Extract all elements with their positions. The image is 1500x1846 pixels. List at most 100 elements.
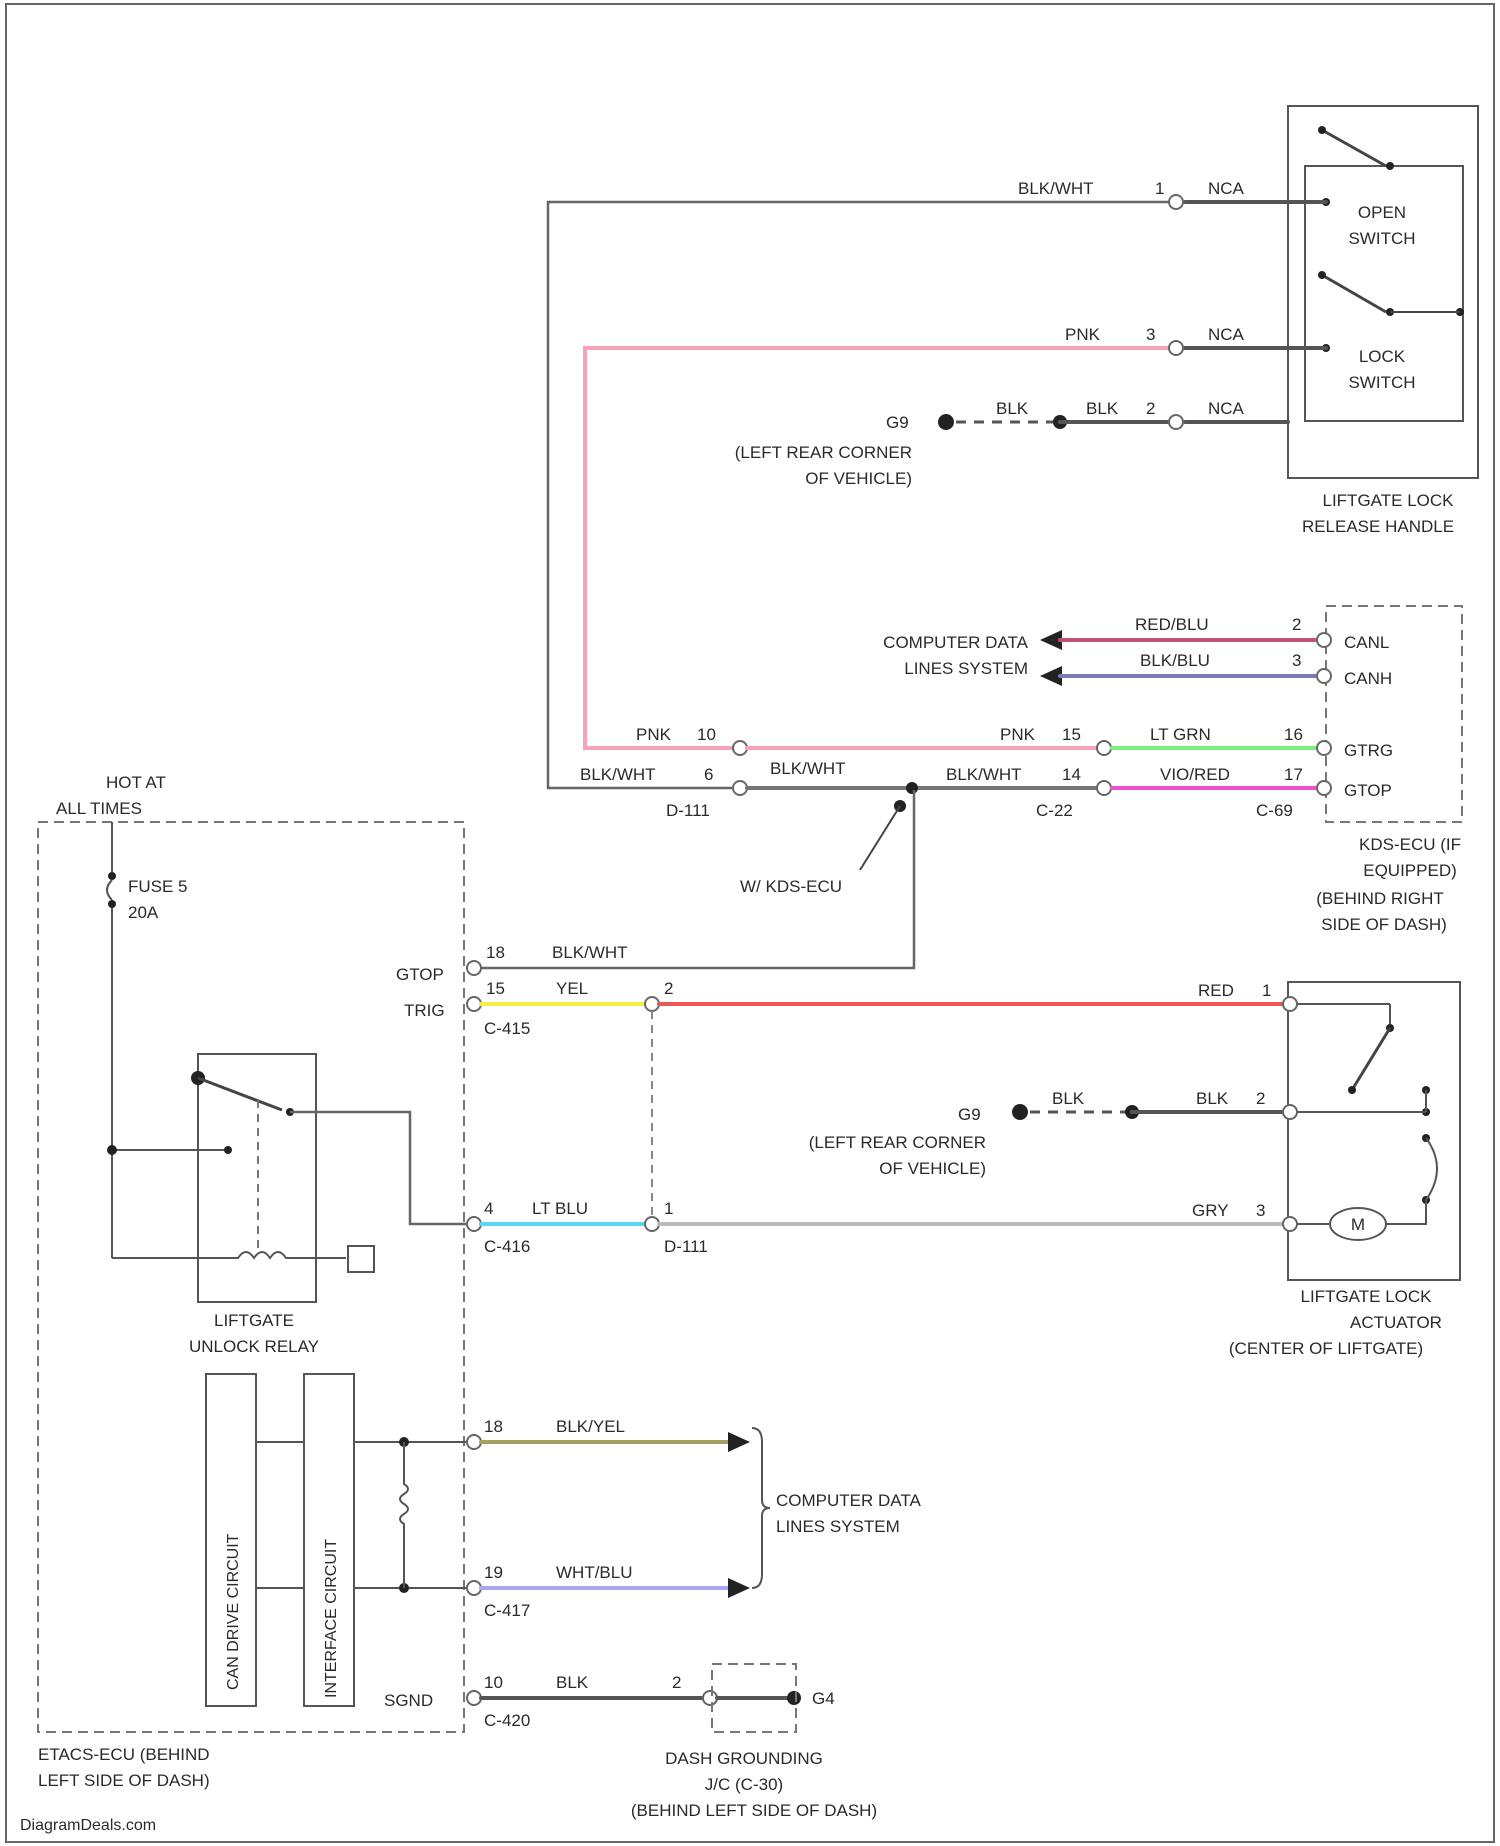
kds-title-2: EQUIPPED) [1363, 861, 1457, 880]
dash-ground-1: DASH GROUNDING [665, 1749, 823, 1768]
gtop-wire: BLK/WHT [552, 943, 628, 962]
gry-wire: GRY [1192, 1201, 1229, 1220]
conn-c69: C-69 [1256, 801, 1293, 820]
kds-title-1: KDS-ECU (IF [1359, 835, 1461, 854]
wire-red-blu: RED/BLU [1135, 615, 1209, 634]
gnd-pin: 2 [672, 1673, 681, 1692]
act-pin: 4 [484, 1199, 493, 1218]
actuator-title-2: ACTUATOR [1350, 1313, 1442, 1332]
handle-wiring: BLK/WHT 1 NCA PNK 3 NCA BLK BLK 2 NCA G9… [548, 179, 1326, 788]
conn-d111-bottom: D-111 [664, 1237, 708, 1256]
ground-loc-bottom-1: (LEFT REAR CORNER [809, 1133, 986, 1152]
label-gtrg: GTRG [1344, 741, 1393, 760]
pin-gtrg: 16 [1284, 725, 1303, 744]
pin-14: 14 [1062, 765, 1081, 784]
pin-2-handle: 2 [1146, 399, 1155, 418]
footer-watermark: DiagramDeals.com [20, 1817, 156, 1834]
red-wire: RED [1198, 981, 1234, 1000]
hot-label-2: ALL TIMES [56, 799, 142, 818]
sgnd-label: SGND [384, 1691, 433, 1710]
label-gtop: GTOP [1344, 781, 1392, 800]
trig-label: TRIG [404, 1001, 445, 1020]
gtop-pin: 18 [486, 943, 505, 962]
handle-title-2: RELEASE HANDLE [1302, 517, 1454, 536]
interface-label: INTERFACE CIRCUIT [323, 1539, 340, 1698]
pin-6: 6 [704, 765, 713, 784]
etacs-title-1: ETACS-ECU (BEHIND [38, 1745, 210, 1764]
lock-switch-label-2: SWITCH [1348, 373, 1415, 392]
pin-3-handle: 3 [1146, 325, 1155, 344]
conn-c22: C-22 [1036, 801, 1073, 820]
handle-title-1: LIFTGATE LOCK [1323, 491, 1455, 510]
dash-ground-3: (BEHIND LEFT SIDE OF DASH) [631, 1801, 877, 1820]
gry-pin: 3 [1256, 1201, 1265, 1220]
blkwht-c: BLK/WHT [946, 765, 1022, 784]
etacs-data-label-2: LINES SYSTEM [776, 1517, 900, 1536]
etacs-data-label-1: COMPUTER DATA [776, 1491, 921, 1510]
dash-ground-2: J/C (C-30) [705, 1775, 783, 1794]
wire-blk-ground-b: BLK [1086, 399, 1119, 418]
lock-switch-label-1: LOCK [1359, 347, 1406, 366]
can2-pin: 19 [484, 1563, 503, 1582]
red-pin: 1 [1262, 981, 1271, 1000]
actuator-title-3: (CENTER OF LIFTGATE) [1229, 1339, 1423, 1358]
conn-c415: C-415 [484, 1019, 530, 1038]
open-switch-label-2: SWITCH [1348, 229, 1415, 248]
conn-c420: C-420 [484, 1711, 530, 1730]
trig-pin: 15 [486, 979, 505, 998]
fuse-label-1: FUSE 5 [128, 877, 188, 896]
relay-label-2: UNLOCK RELAY [189, 1337, 319, 1356]
pin-15: 15 [1062, 725, 1081, 744]
etacs-ecu: HOT AT ALL TIMES FUSE 5 20A LIFTGATE UNL… [38, 773, 470, 1790]
gtop-label: GTOP [396, 965, 444, 984]
wire-blkwht-handle: BLK/WHT [1018, 179, 1094, 198]
nca-2: NCA [1208, 399, 1245, 418]
can1-pin: 18 [484, 1417, 503, 1436]
ground-g9-bottom: G9 [958, 1105, 981, 1124]
fuse-label-2: 20A [128, 903, 159, 922]
actuator-title-1: LIFTGATE LOCK [1301, 1287, 1433, 1306]
label-canl: CANL [1344, 633, 1389, 652]
pin-2-red: 2 [664, 979, 673, 998]
nca-3: NCA [1208, 325, 1245, 344]
wire-blk-blu: BLK/BLU [1140, 651, 1210, 670]
etacs-title-2: LEFT SIDE OF DASH) [38, 1771, 210, 1790]
liftgate-lock-release-handle: OPEN SWITCH LOCK SWITCH LIFTGATE LOCK RE… [1288, 106, 1478, 536]
wire-vio-red: VIO/RED [1160, 765, 1230, 784]
wire-lt-grn: LT GRN [1150, 725, 1211, 744]
pin-canl: 2 [1292, 615, 1301, 634]
blkwht-b: BLK/WHT [770, 759, 846, 778]
kds-ecu: KDS-ECU (IF EQUIPPED) (BEHIND RIGHT SIDE… [580, 606, 1462, 934]
relay-label-1: LIFTGATE [214, 1311, 294, 1330]
pin-1-gry: 1 [664, 1199, 673, 1218]
wire-blk-ground-a: BLK [996, 399, 1029, 418]
nca-1: NCA [1208, 179, 1245, 198]
can1-wire: BLK/YEL [556, 1417, 625, 1436]
pnk-a: PNK [636, 725, 672, 744]
can-drive-label: CAN DRIVE CIRCUIT [225, 1533, 242, 1690]
act-blk-pin: 2 [1256, 1089, 1265, 1108]
pin-gtop: 17 [1284, 765, 1303, 784]
ground-g4: G4 [812, 1689, 835, 1708]
open-switch-label-1: OPEN [1358, 203, 1406, 222]
kds-data-label-2: LINES SYSTEM [904, 659, 1028, 678]
pnk-b: PNK [1000, 725, 1036, 744]
motor-label: M [1351, 1215, 1365, 1234]
pin-10: 10 [697, 725, 716, 744]
ground-loc-top-1: (LEFT REAR CORNER [735, 443, 912, 462]
act-blk-a: BLK [1052, 1089, 1085, 1108]
act-wire: LT BLU [532, 1199, 588, 1218]
conn-d111-top: D-111 [666, 801, 710, 820]
kds-title-4: SIDE OF DASH) [1321, 915, 1447, 934]
conn-c417: C-417 [484, 1601, 530, 1620]
kds-title-3: (BEHIND RIGHT [1316, 889, 1444, 908]
splice-note: W/ KDS-ECU [740, 877, 842, 896]
ground-loc-bottom-2: OF VEHICLE) [879, 1159, 986, 1178]
ground-g9-top: G9 [886, 413, 909, 432]
can2-wire: WHT/BLU [556, 1563, 633, 1582]
conn-c416: C-416 [484, 1237, 530, 1256]
act-blk-b: BLK [1196, 1089, 1229, 1108]
sgnd-pin: 10 [484, 1673, 503, 1692]
liftgate-lock-actuator: RED 1 BLK BLK 2 G9 (LEFT REAR CORNER OF … [659, 981, 1460, 1358]
